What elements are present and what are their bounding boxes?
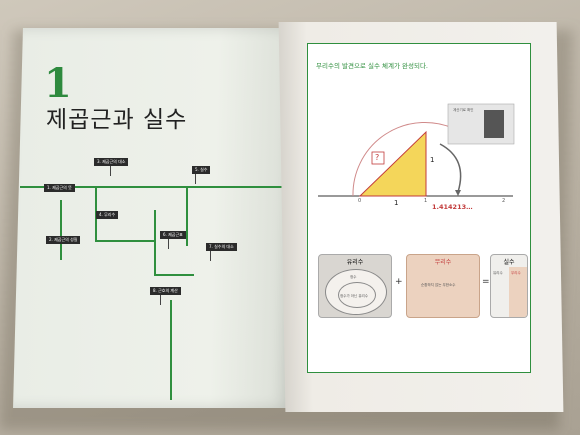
- irrational-title: 무리수: [434, 259, 452, 266]
- path-line: [154, 210, 156, 275]
- real-card: 실수 유리수 무리수: [490, 254, 528, 318]
- toc-node-7: 7. 실수의 대소: [206, 243, 237, 251]
- real-title: 실수: [503, 259, 515, 266]
- integer-oval: [338, 282, 376, 308]
- toc-node-4: 4. 무리수: [96, 211, 119, 219]
- node-tick: [210, 251, 211, 261]
- axis-label-1: 1: [394, 199, 399, 207]
- toc-node-1: 1. 제곱근의 뜻: [44, 184, 75, 192]
- question-box: [371, 151, 385, 165]
- calculator-note: 계산기로 확인: [453, 108, 474, 112]
- toc-node-3: 3. 제곱근의 대소: [94, 158, 129, 166]
- path-line: [186, 186, 188, 246]
- calculator-icon: [484, 110, 504, 138]
- question-mark: ?: [375, 153, 380, 162]
- irrational-value: 1.414213…: [432, 203, 473, 211]
- rational-card: 유리수 정수 정수가 아닌 유리수: [318, 254, 392, 318]
- chapter-title: 제곱근과 실수: [46, 107, 188, 133]
- path-line: [20, 186, 290, 188]
- plus-sign: +: [395, 277, 403, 287]
- arc: [352, 122, 456, 197]
- path-line: [95, 240, 155, 242]
- arrow: [439, 143, 462, 193]
- path-line: [154, 274, 194, 276]
- triangle: [358, 130, 427, 197]
- node-tick: [168, 239, 169, 249]
- node-tick: [160, 295, 161, 305]
- path-line: [95, 186, 97, 241]
- content-panel: 무리수의 발견으로 실수 체계가 완성되다. ? 1 0 1 1 2 1.414…: [307, 43, 531, 373]
- arrow-head: [455, 190, 461, 196]
- path-line: [60, 200, 62, 260]
- equals-sign: =: [482, 277, 490, 287]
- toc-node-6: 6. 제곱근표: [160, 231, 186, 239]
- real-rational-label: 유리수: [493, 271, 503, 275]
- toc-node-5: 5. 실수: [192, 166, 211, 174]
- rational-ovals: 정수 정수가 아닌 유리수: [325, 269, 387, 315]
- chapter-number: 1: [44, 60, 72, 107]
- node-tick: [195, 174, 196, 184]
- path-line: [170, 300, 172, 400]
- side-label: 1: [430, 156, 435, 164]
- rational-title: 유리수: [346, 259, 364, 266]
- real-irrational-section: [509, 267, 527, 317]
- irrational-card: 무리수 순환하지 않는 무한소수: [406, 254, 480, 318]
- toc-node-2: 2. 제곱근의 성질: [46, 236, 81, 244]
- axis-label-0: 0: [358, 198, 362, 204]
- toc-node-8: 8. 근호의 계산: [150, 287, 181, 295]
- axis-label-2: 2: [502, 198, 506, 204]
- axis-label-1b: 1: [424, 198, 428, 204]
- panel-heading: 무리수의 발견으로 실수 체계가 완성되다.: [316, 62, 428, 70]
- real-irrational-label: 무리수: [511, 271, 521, 275]
- integer-label: 정수: [350, 275, 357, 279]
- node-tick: [110, 166, 111, 176]
- non-integer-label: 정수가 아닌 유리수: [340, 294, 368, 298]
- irrational-body: 순환하지 않는 무한소수: [421, 283, 456, 287]
- sqrt2-diagram: [318, 103, 515, 197]
